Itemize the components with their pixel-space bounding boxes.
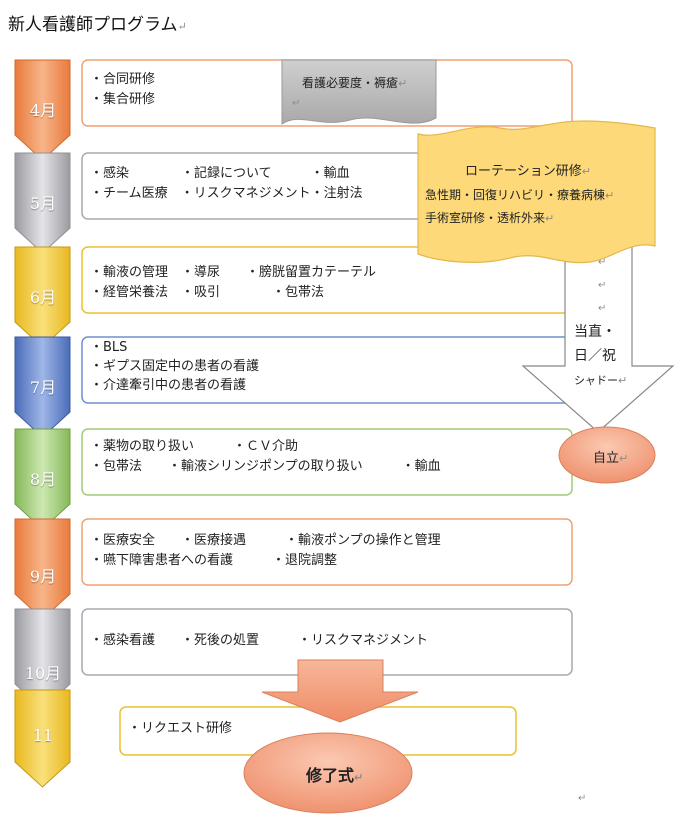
chevron-jul	[14, 336, 71, 438]
aug-line-2: ・包帯法 ・輸液シリンジポンプの取り扱い ・輸血	[90, 459, 441, 474]
paragraph-mark: ↵	[605, 189, 615, 202]
apr-line-1: ・合同研修	[90, 72, 156, 87]
paragraph-mark: ↵	[618, 374, 628, 387]
graduation-oval	[243, 732, 413, 814]
down-arrow	[261, 659, 419, 723]
chevron-apr	[14, 59, 71, 161]
duty-line-3: シャドー↵	[574, 372, 627, 388]
month-label-sep: 9月	[29, 567, 57, 586]
nursing-need-tag	[281, 59, 437, 125]
independence-text: 自立	[593, 451, 620, 466]
oct-line-1: ・感染看護 ・死後の処置 ・リスクマネジメント	[90, 633, 429, 648]
sep-line-2: ・嚥下障害患者への看護 ・退院調整	[90, 553, 338, 568]
month-box-sep	[81, 518, 573, 586]
rotation-line-2-text: 手術室研修・透析外来	[425, 211, 546, 225]
duty-line-1: 当直・	[574, 324, 616, 340]
month-label-jun: 6月	[29, 288, 57, 307]
month-label-apr: 4月	[29, 101, 57, 120]
aug-line-1: ・薬物の取り扱い ・ＣＶ介助	[90, 439, 299, 454]
month-label-nov: 11	[32, 726, 54, 745]
rotation-line-1-text: 急性期・回復リハビリ・療養病棟	[425, 188, 606, 202]
duty-line-3-text: シャドー	[574, 374, 618, 387]
nov-line-1: ・リクエスト研修	[128, 721, 233, 736]
chevron-may	[14, 152, 71, 254]
independence-oval	[558, 426, 656, 484]
title-text: 新人看護師プログラム	[8, 15, 178, 35]
may-line-2: ・チーム医療 ・リスクマネジメント・注射法	[90, 186, 363, 201]
paragraph-mark: ↵	[292, 98, 301, 109]
jun-line-1: ・輸液の管理 ・導尿 ・膀胱留置カテーテル	[90, 265, 377, 280]
paragraph-mark: ↵	[619, 452, 629, 465]
chevron-jun	[14, 246, 71, 348]
sep-line-1: ・医療安全 ・医療接遇 ・輸液ポンプの操作と管理	[90, 533, 441, 548]
jul-line-2: ・ギプス固定中の患者の看護	[90, 359, 260, 374]
paragraph-mark: ↵	[578, 793, 587, 804]
paragraph-mark: ↵	[177, 20, 187, 33]
apr-line-2: ・集合研修	[90, 92, 156, 107]
graduation-text: 修了式	[306, 766, 355, 785]
rotation-line-2: 手術室研修・透析外来↵	[425, 209, 554, 226]
paragraph-mark: ↵	[598, 303, 607, 314]
paragraph-mark: ↵	[581, 165, 591, 178]
paragraph-mark: ↵	[598, 280, 607, 291]
paragraph-mark: ↵	[354, 771, 364, 784]
jul-line-3: ・介達牽引中の患者の看護	[90, 378, 247, 393]
chevron-aug	[14, 428, 71, 530]
jun-line-2: ・経管栄養法 ・吸引 ・包帯法	[90, 285, 325, 300]
graduation-label: 修了式↵	[306, 762, 363, 786]
rotation-line-1: 急性期・回復リハビリ・療養病棟↵	[425, 186, 614, 203]
rotation-title-text: ローテーション研修	[465, 164, 582, 179]
tag-label: 看護必要度・褥瘡	[302, 76, 399, 90]
rotation-title: ローテーション研修↵	[465, 160, 591, 179]
month-label-oct: 10月	[24, 664, 62, 683]
duty-line-2: 日／祝	[574, 348, 616, 364]
tag-text: 看護必要度・褥瘡↵	[302, 74, 407, 91]
paragraph-mark: ↵	[545, 212, 555, 225]
chevron-nov	[14, 689, 71, 788]
rotation-scroll	[417, 120, 656, 264]
month-label-may: 5月	[29, 194, 57, 213]
page-title: 新人看護師プログラム↵	[8, 10, 187, 35]
paragraph-mark: ↵	[598, 257, 607, 268]
independence-label: 自立↵	[593, 447, 628, 466]
paragraph-mark: ↵	[398, 77, 408, 90]
jul-line-1: ・BLS	[90, 340, 128, 355]
month-label-jul: 7月	[29, 378, 57, 397]
chevron-sep	[14, 518, 71, 620]
month-label-aug: 8月	[29, 470, 57, 489]
may-line-1: ・感染 ・記録について ・輸血	[90, 166, 350, 181]
